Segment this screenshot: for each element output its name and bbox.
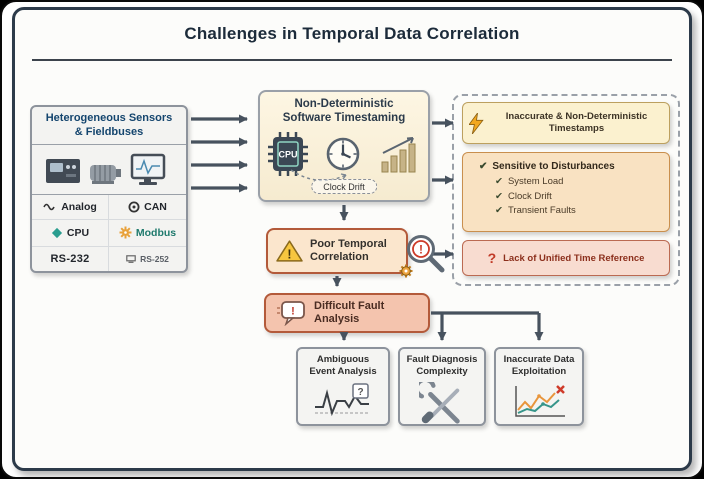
sensitive-item-text: Clock Drift [507,190,552,202]
fault-diagnosis-label: Fault Diagnosis Complexity [400,354,484,379]
device-icons-row [32,145,186,195]
difficult-fault-box: ! Difficult Fault Analysis [264,293,430,333]
check-icon: ✔ [495,190,503,202]
timestamping-title: Non-Deterministic Software Timestaming [260,92,428,126]
diagnosis-line1: Fault Diagnosis [406,354,478,365]
clock-icon [326,137,360,171]
sensors-title-line2: & Fieldbuses [74,125,144,138]
poor-correlation-box: ! Poor Temporal Correlation [266,228,408,274]
logo-analog: Analog [32,194,109,219]
sensitive-item: ✔ Transient Faults [495,204,659,219]
sensitive-title: ✔ Sensitive to Disturbances [479,161,659,172]
modbus-gear-icon [119,226,132,239]
magnifier-alert-icon: ! [399,235,445,278]
sensitive-disturbances-box: ✔Sensitive to Disturbances ✔System Load … [462,152,670,232]
sensors-box-title: Heterogeneous Sensors & Fieldbuses [32,107,186,145]
logo-rs232: RS-232 [32,245,109,271]
logo-rs232-label: RS-232 [50,252,90,265]
sensors-fieldbuses-box: Heterogeneous Sensors & Fieldbuses [30,105,188,273]
logo-cpu-label: CPU [66,226,90,239]
cpu-chip-icon: CPU [268,132,308,176]
page-title: Challenges in Temporal Data Correlation [184,24,520,43]
exploitation-line2: Exploitation [511,366,567,378]
title-divider [32,59,672,61]
can-bus-icon [128,201,140,213]
waveform-question-icon: ? [315,382,369,416]
sensitive-item: ✔ Clock Drift [495,190,659,205]
sensors-title-line1: Heterogeneous Sensors [45,112,173,124]
cpu-chip-label: CPU [278,150,297,160]
difficult-line2: Analysis [314,313,360,325]
sensor-devices-icon [46,153,166,185]
diagnosis-line2: Complexity [416,366,468,378]
difficult-line1: Difficult Fault [314,300,385,313]
clock-drift-label: Clock Drift [311,179,377,194]
check-icon: ✔ [495,205,503,217]
exploitation-line1: Inaccurate Data [503,354,575,365]
rising-bars-icon [381,137,416,173]
sensitive-item: ✔ System Load [495,175,659,190]
logo-modbus-label: Modbus [135,226,177,239]
inaccurate-line2: Timestamps [548,123,605,134]
logo-cpu: CPU [32,219,109,246]
poor-correlation-label: Poor Temporal Correlation [310,238,387,263]
rs252-terminal-icon [126,254,136,263]
timestamping-title-line2: Software Timestaming [282,111,406,124]
check-icon: ✔ [495,176,503,187]
timestamping-icons: CPU [268,130,420,178]
fieldbus-logo-grid: Analog CAN CPU [32,194,186,272]
sensitive-item-text: System Load [507,176,564,187]
drift-arc-icon [290,169,347,182]
difficult-fault-label: Difficult Fault Analysis [314,300,384,325]
unified-time-label: Lack of Unified Time Reference [503,252,645,264]
lightning-icon [469,112,484,134]
logo-rs252-label: RS-252 [140,253,169,264]
ambiguous-line2: Event Analysis [309,366,377,378]
logo-modbus: Modbus [109,219,186,246]
logo-can-label: CAN [144,200,167,213]
ambiguous-events-label: Ambiguous Event Analysis [298,354,388,379]
timestamping-box: Non-Deterministic Software Timestaming C… [258,90,430,202]
inaccurate-line1: Inaccurate & Non-Deterministic [505,111,648,123]
logo-analog-label: Analog [61,200,97,213]
timestamping-title-line1: Non-Deterministic [294,98,394,110]
check-icon: ✔ [479,161,488,172]
crossed-tools-icon [414,377,460,424]
question-mark-icon: ? [487,250,497,266]
logo-rs252: RS-252 [109,245,186,272]
sensitive-item-text: Transient Faults [507,205,576,217]
ambiguous-line1: Ambiguous [316,354,370,365]
warning-exclamation: ! [287,247,291,261]
poor-line1: Poor Temporal [310,238,387,251]
logo-can: CAN [109,195,186,220]
bubble-exclamation: ! [291,306,295,318]
ambiguous-events-box: Ambiguous Event Analysis ? [296,347,390,426]
inaccurate-timestamps-label: Inaccurate & Non-Deterministic Timestamp… [490,111,663,135]
fault-diagnosis-box: Fault Diagnosis Complexity [398,347,486,426]
warning-triangle-icon: ! [276,240,303,262]
data-exploitation-box: Inaccurate Data Exploitation [494,347,584,426]
sensitive-title-text: Sensitive to Disturbances [492,161,615,172]
analog-wave-icon [43,203,55,211]
cpu-diamond-icon [51,227,62,238]
alert-bubble-icon: ! [277,301,305,326]
data-exploitation-label: Inaccurate Data Exploitation [496,354,582,379]
poor-line2: Correlation [310,251,369,263]
unified-time-box: ? Lack of Unified Time Reference [462,240,670,276]
inaccurate-timestamps-box: Inaccurate & Non-Deterministic Timestamp… [462,102,670,144]
effects-dashed-group [452,94,680,286]
error-chart-icon [515,384,565,417]
waveform-question-mark: ? [357,387,363,398]
magnifier-exclamation: ! [419,243,423,257]
